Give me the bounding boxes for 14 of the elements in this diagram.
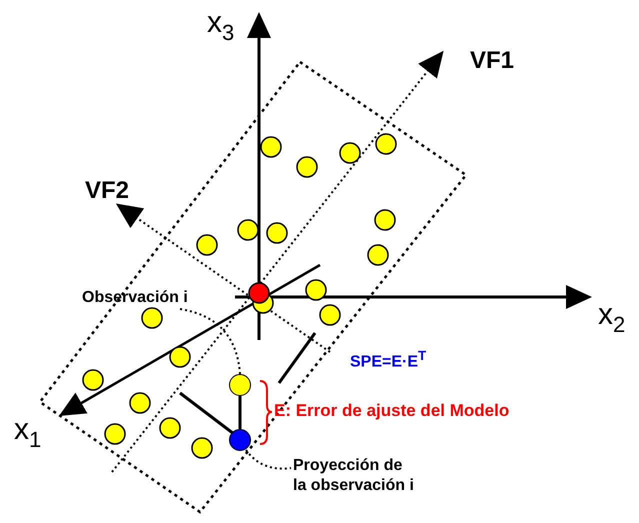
leader-line	[245, 449, 292, 470]
axis-label: x$_{3}$	[207, 8, 234, 47]
projection-point	[229, 429, 251, 451]
formula-label: SPE=E·E$^{T}$	[350, 347, 426, 372]
axis-label: VF2	[85, 177, 130, 205]
point-label: Proyección de la observación i	[293, 456, 419, 496]
point-label: Observación i	[82, 288, 188, 308]
axis-label: x$_{1}$	[14, 415, 42, 454]
axis-label: x$_{2}$	[598, 300, 626, 339]
axis-label: VF1	[470, 47, 514, 75]
error-line	[238, 396, 242, 429]
error-label: E: Error de ajuste del Modelo	[274, 401, 510, 421]
observation-point	[229, 374, 251, 396]
leader-line	[180, 308, 241, 374]
